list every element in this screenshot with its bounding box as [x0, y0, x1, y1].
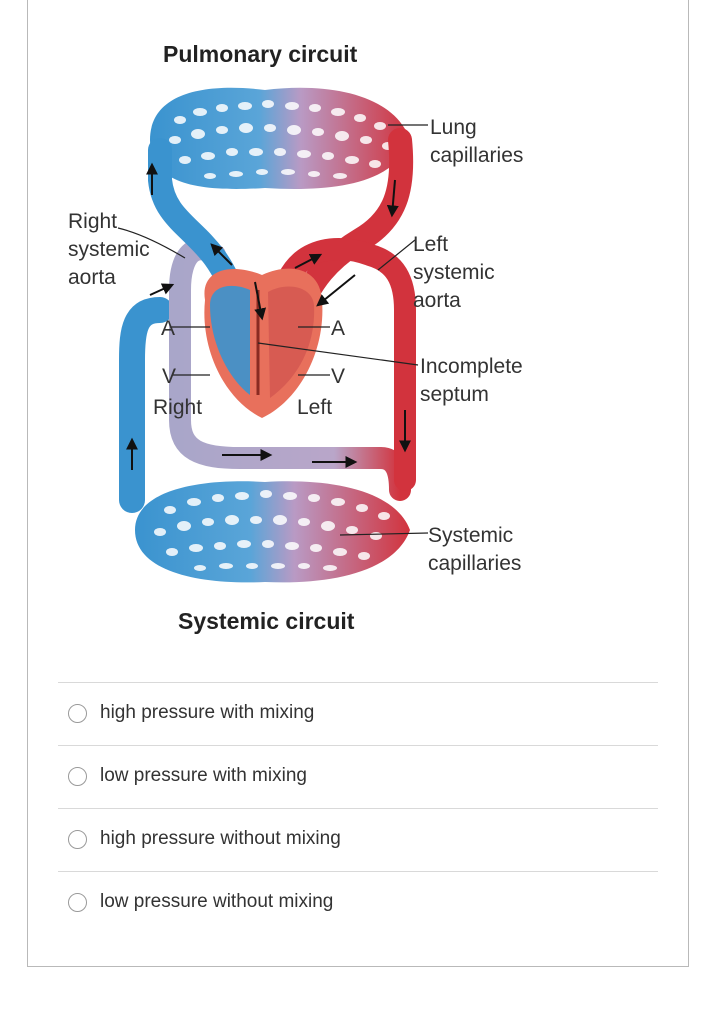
answer-option-label: high pressure without mixing: [100, 828, 341, 849]
answer-option-label: low pressure without mixing: [100, 891, 334, 912]
systemic-capillaries-label-1: Systemic: [428, 524, 513, 547]
incomplete-septum-label-1: Incomplete: [420, 355, 523, 378]
answer-option-label: high pressure with mixing: [100, 702, 315, 723]
systemic-circuit-title: Systemic circuit: [178, 608, 355, 634]
right-systemic-aorta-label-2: systemic: [68, 238, 150, 261]
lung-capillaries-label-1: Lung: [430, 116, 477, 139]
left-systemic-aorta-label-2: systemic: [413, 261, 495, 284]
circulation-diagram: Pulmonary circuit Systemic circuit Lung …: [68, 41, 523, 634]
right-systemic-aorta-label-1: Right: [68, 210, 117, 233]
answer-option-label: low pressure with mixing: [100, 765, 307, 786]
radio-button[interactable]: [68, 830, 87, 849]
left-systemic-aorta-label-3: aorta: [413, 289, 461, 312]
left-side-label: Left: [297, 396, 332, 419]
incomplete-septum-label-2: septum: [420, 383, 489, 406]
ventricle-right-label: V: [162, 365, 176, 388]
ventricle-left-label: V: [331, 365, 345, 388]
systemic-capillary-bed: [135, 481, 410, 583]
leader-lines: [117, 124, 429, 536]
right-side-label: Right: [153, 396, 202, 419]
answer-option[interactable]: high pressure without mixing: [58, 808, 658, 871]
answer-option[interactable]: low pressure with mixing: [58, 745, 658, 808]
answer-option[interactable]: high pressure with mixing: [58, 682, 658, 745]
left-systemic-aorta-label-1: Left: [413, 233, 448, 256]
pulmonary-circuit-title: Pulmonary circuit: [163, 41, 358, 67]
atrium-left-label: A: [331, 317, 345, 340]
lung-capillary-bed: [150, 87, 410, 189]
radio-button[interactable]: [68, 767, 87, 786]
answer-option[interactable]: low pressure without mixing: [58, 871, 658, 934]
answer-options: high pressure with mixing low pressure w…: [58, 682, 658, 934]
flow-arrows: [126, 162, 411, 470]
lung-capillaries-label-2: capillaries: [430, 144, 523, 167]
systemic-capillaries-label-2: capillaries: [428, 552, 521, 575]
radio-button[interactable]: [68, 704, 87, 723]
radio-button[interactable]: [68, 893, 87, 912]
atrium-right-label: A: [161, 317, 175, 340]
right-systemic-aorta-label-3: aorta: [68, 266, 116, 289]
